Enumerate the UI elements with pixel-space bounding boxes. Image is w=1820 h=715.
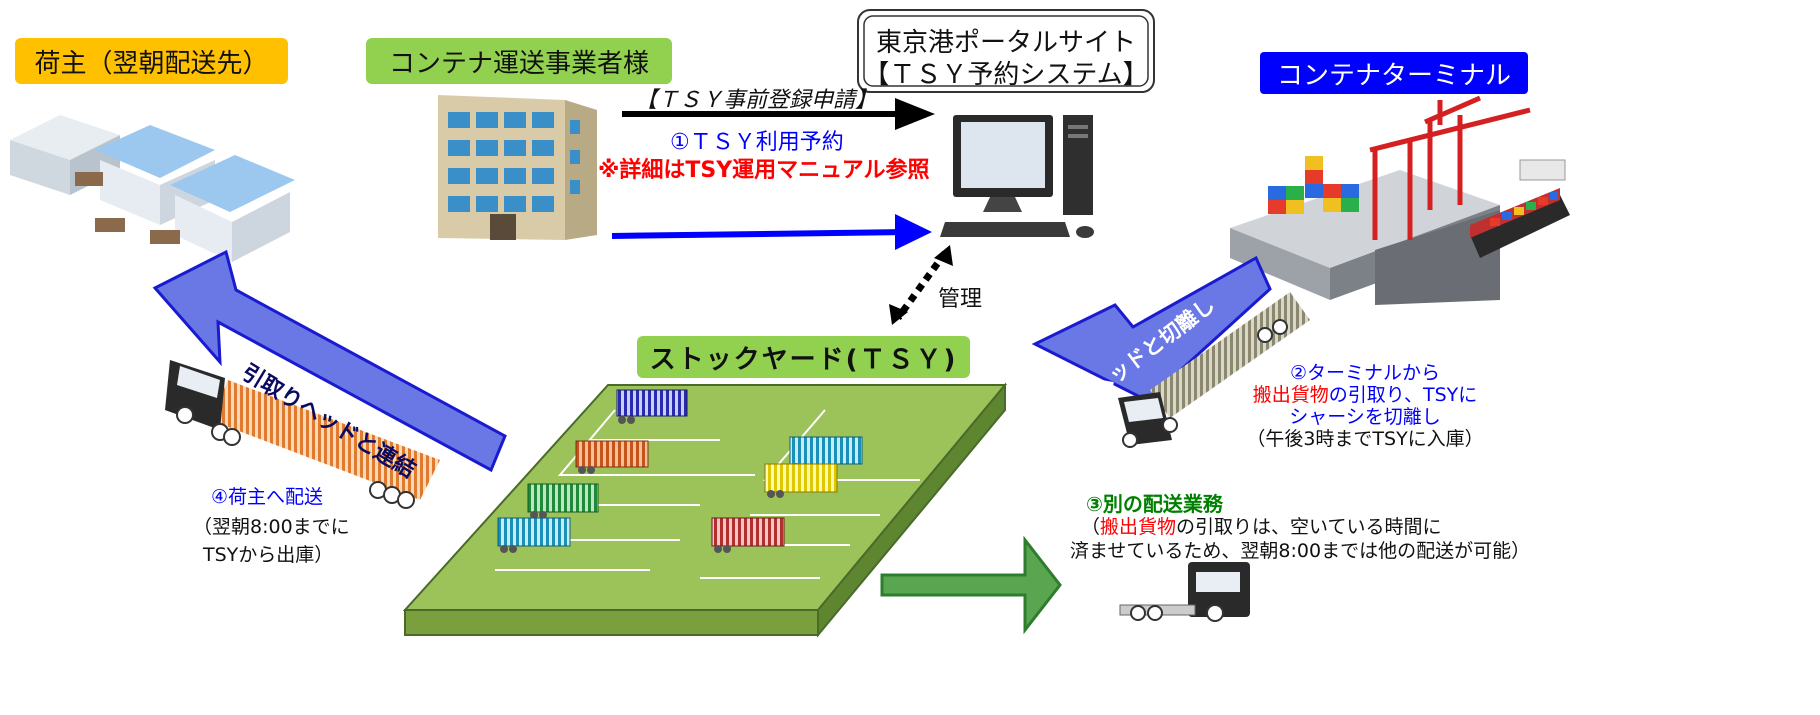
terminal-tag: コンテナターミナル	[1260, 52, 1528, 94]
container-port-illustration	[1230, 95, 1570, 305]
office-building-illustration	[438, 95, 597, 240]
step4-title: ④荷主へ配送	[211, 486, 324, 508]
step3-line2: 済ませているため、翌朝8:00までは他の配送が可能）	[1070, 540, 1531, 562]
step2-note: （午後3時までTSYに入庫）	[1246, 428, 1484, 450]
carrier-tag: コンテナ運送事業者様	[366, 38, 672, 84]
reserve-label: ①ＴＳＹ利用予約	[670, 130, 844, 155]
desktop-computer-illustration	[940, 115, 1094, 238]
trailer-truck-illustration	[165, 360, 440, 509]
step4-line1: （翌朝8:00までに	[193, 516, 350, 538]
manage-label: 管理	[938, 287, 983, 312]
portal-subtitle: 【ＴＳＹ予約システム】	[863, 60, 1149, 90]
green-delivery-arrow	[880, 535, 1062, 635]
step2-line2: 搬出貨物の引取り、TSYに	[1252, 384, 1478, 406]
trailer-truck-illustration	[1118, 292, 1310, 448]
stockyard-platform-illustration	[402, 382, 1008, 638]
manage-arrow	[895, 250, 948, 321]
reserve-arrow	[611, 229, 906, 239]
step3-line1: （搬出貨物の引取りは、空いている時間に	[1081, 516, 1442, 538]
head-detach-arrow	[1031, 255, 1272, 414]
warehouse-illustration	[10, 115, 295, 262]
step2-block: ②ターミナルから 搬出貨物の引取り、TSYに シャーシを切離し （午後3時までT…	[1215, 362, 1515, 450]
step4-line2: TSYから出庫）	[203, 544, 334, 566]
portal-title: 東京港ポータルサイト	[875, 28, 1136, 58]
pickup-connect-arrow	[152, 249, 507, 473]
preregister-label: 【ＴＳＹ事前登録申請】	[635, 88, 878, 113]
stockyard-tag: ストックヤード(ＴＳＹ)	[637, 336, 970, 378]
step3-title: ③別の配送業務	[1086, 492, 1223, 516]
trailer-truck-illustration	[1119, 562, 1250, 622]
step2-title: ②ターミナルから	[1289, 362, 1441, 384]
shipper-tag: 荷主（翌朝配送先）	[15, 38, 288, 84]
portal-box	[857, 9, 1155, 93]
manual-note: ※詳細はTSY運用マニュアル参照	[598, 158, 930, 183]
step2-line3: シャーシを切離し	[1289, 406, 1441, 428]
